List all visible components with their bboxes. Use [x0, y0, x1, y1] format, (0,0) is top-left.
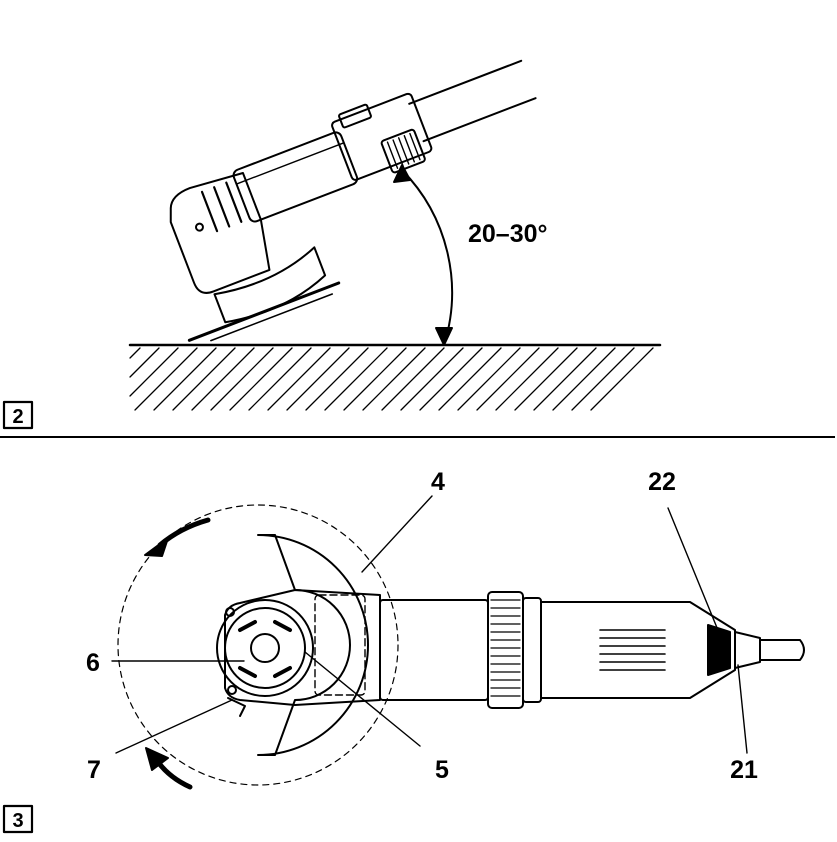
callout-6: 6: [86, 649, 100, 677]
motor-housing: [379, 599, 489, 701]
leader-5: [304, 651, 421, 747]
rotation-arrow-top-head: [144, 537, 169, 557]
hatch-line: [476, 347, 540, 411]
figure-2-badge: 2: [12, 406, 23, 428]
angle-arrow-top: [393, 164, 411, 183]
hatch-line: [129, 347, 160, 378]
hatch-line: [286, 347, 350, 411]
rotation-arrow-bottom-head: [145, 747, 169, 771]
callout-21: 21: [730, 756, 758, 784]
figure-3-badge-box: [2, 804, 34, 834]
callout-4: 4: [431, 468, 445, 496]
figure-3: [2, 495, 805, 834]
ribbed-collar: [487, 591, 524, 709]
grinder-side-view: [169, 59, 537, 342]
hatch-line: [362, 347, 426, 411]
hatch-line: [533, 347, 597, 411]
leader-7: [115, 699, 233, 754]
rotation-arrow-bottom: [155, 759, 193, 790]
leader-22: [667, 507, 723, 641]
hatch-line: [514, 347, 578, 411]
hatch-line: [267, 347, 331, 411]
hatch-line: [305, 347, 369, 411]
hatch-line: [400, 347, 464, 411]
hatch-line: [129, 347, 179, 397]
hatch-line: [172, 347, 236, 411]
hatch-line: [571, 347, 635, 411]
figure-2-badge-box: [2, 400, 34, 430]
callout-5: 5: [435, 756, 449, 784]
hatch-line: [552, 347, 616, 411]
angle-arrow-bottom: [435, 327, 453, 346]
hatch-line: [457, 347, 521, 411]
rear-housing: [540, 601, 736, 699]
hatch-line: [381, 347, 445, 411]
flange-nut: [216, 599, 314, 697]
hatch-line: [229, 347, 293, 411]
hatch-line: [495, 347, 559, 411]
wheel-guard: [257, 534, 369, 756]
hatch-line: [343, 347, 407, 411]
hatch-line: [153, 347, 217, 411]
disc-outline-dashed: [117, 504, 399, 786]
hatch-line: [248, 347, 312, 411]
power-cord: [759, 639, 805, 661]
hatch-line: [590, 347, 654, 411]
leader-4: [361, 495, 433, 573]
hatch-line: [438, 347, 502, 411]
hatch-line: [129, 347, 141, 359]
hatch-line: [210, 347, 274, 411]
leader-21: [737, 664, 748, 754]
cord-strain-relief: [707, 624, 731, 676]
hatch-line: [419, 347, 483, 411]
hatch-line: [134, 347, 198, 411]
callout-22: 22: [648, 468, 676, 496]
hatch-line: [324, 347, 388, 411]
angle-label: 20–30°: [468, 220, 548, 248]
callout-7: 7: [87, 756, 101, 784]
figure-3-badge: 3: [12, 810, 23, 832]
angle-arc: [401, 169, 454, 346]
figure-2: [2, 59, 662, 430]
gear-head: [224, 589, 381, 706]
hatch-line: [191, 347, 255, 411]
work-surface-hatching: [129, 347, 654, 411]
